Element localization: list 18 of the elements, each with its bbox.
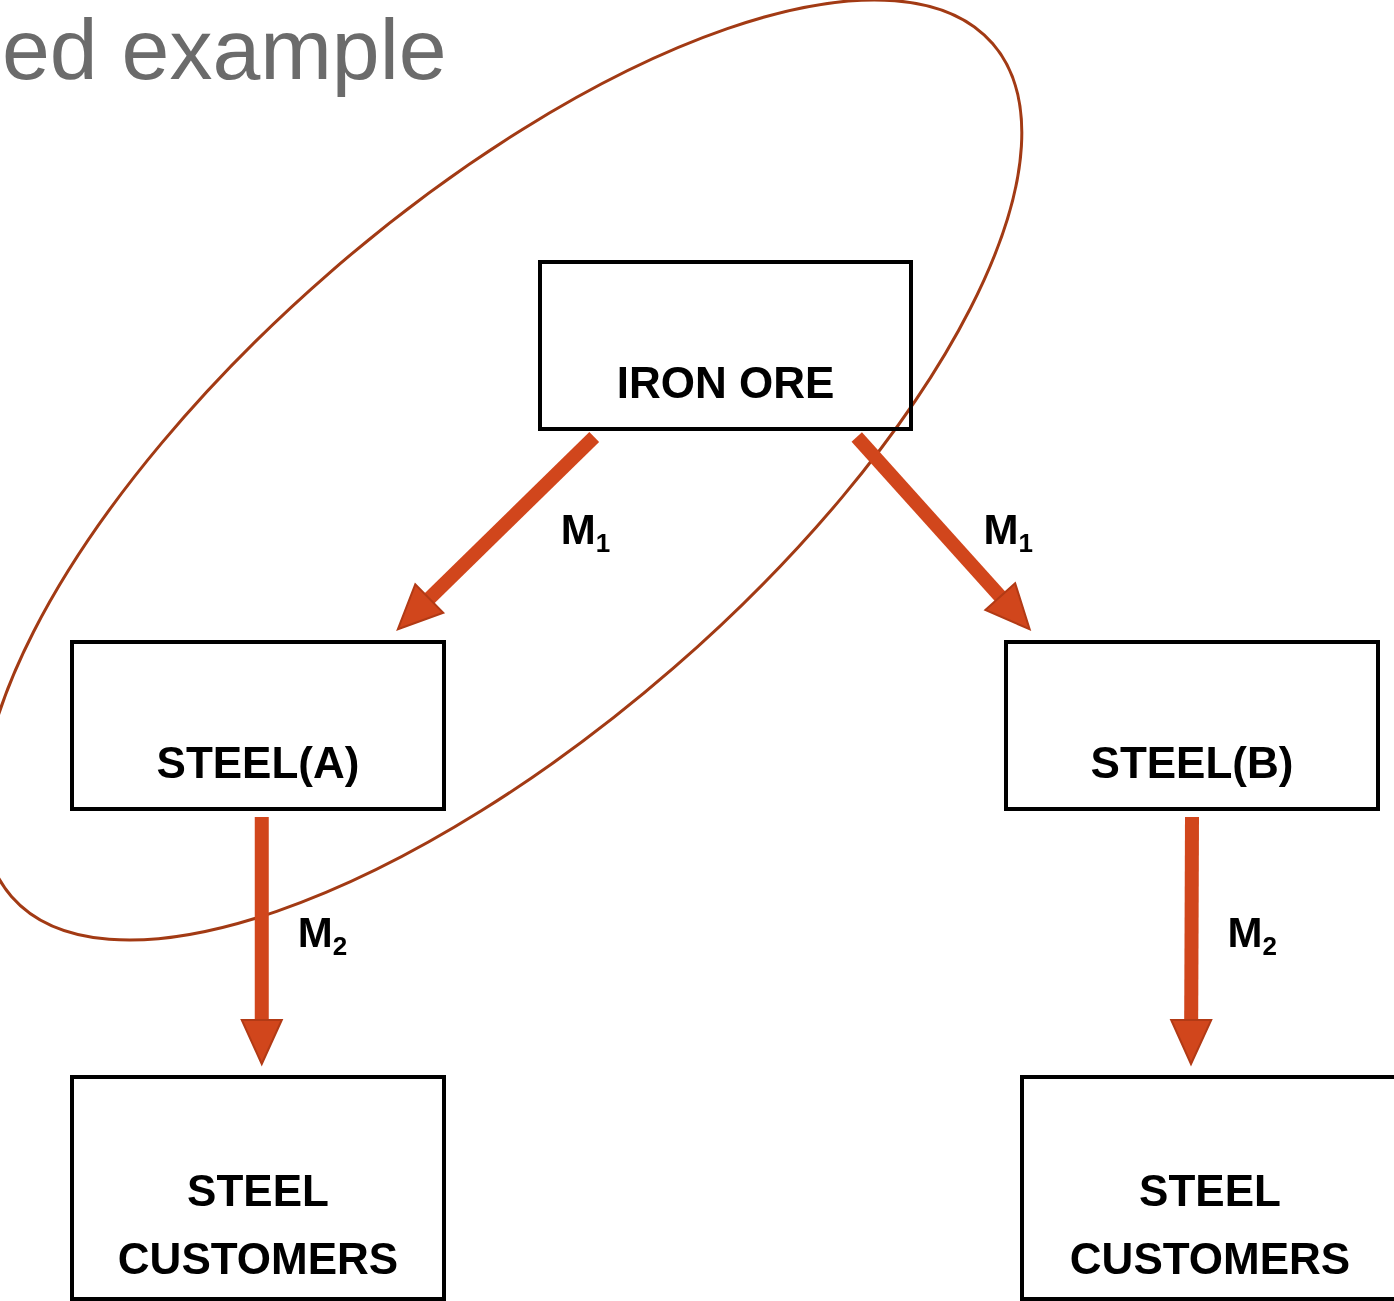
arrow [1170, 816, 1213, 1065]
process-box [70, 640, 446, 811]
arrow [240, 817, 283, 1065]
edge-label: M$_{2}$ [1227, 912, 1277, 959]
box-label: STEEL(B) [1090, 736, 1294, 789]
title: ed example [2, 2, 447, 97]
process-box [1004, 640, 1380, 811]
edge-label: M$_{1}$ [983, 508, 1033, 556]
box-label: IRON ORE [616, 356, 835, 409]
box-label: STEEL CUSTOMERS [116, 1164, 400, 1285]
box-label: STEEL CUSTOMERS [1068, 1164, 1352, 1285]
arrow [396, 432, 600, 631]
process-box [1020, 1075, 1394, 1301]
box-label: STEEL(A) [156, 736, 360, 789]
process-box [538, 260, 913, 431]
edge-label: M$_{2}$ [297, 912, 348, 959]
process-box [70, 1075, 446, 1301]
edge-label: M$_{1}$ [560, 508, 611, 556]
